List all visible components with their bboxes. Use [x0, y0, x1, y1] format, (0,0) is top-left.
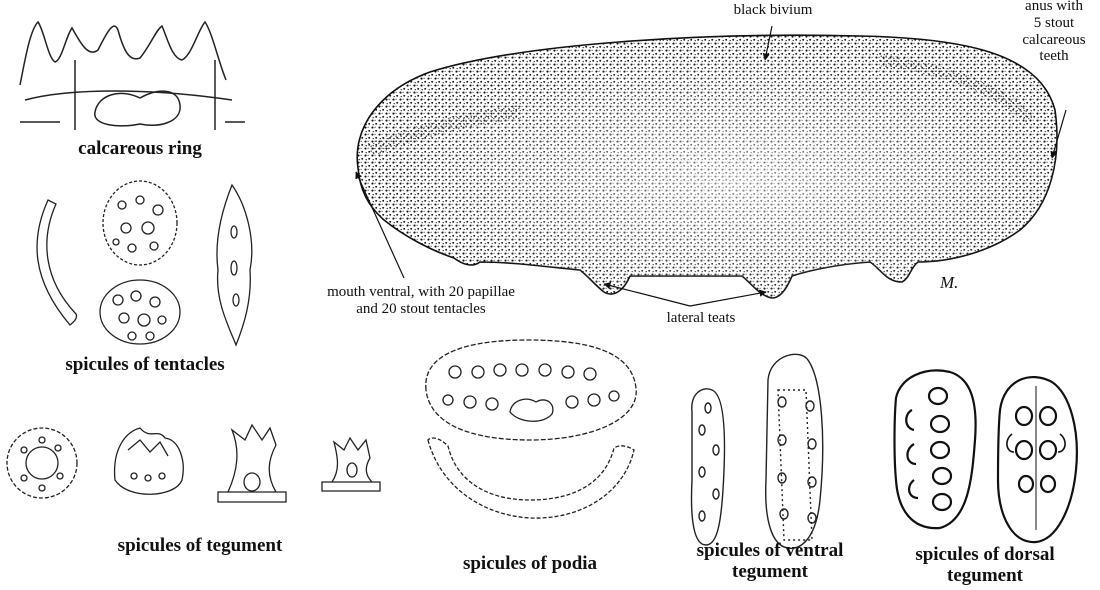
tegument-spicules-drawing [7, 425, 380, 502]
sea-cucumber-body [357, 35, 1057, 298]
black-bivium-label: black bivium [708, 2, 838, 19]
ventral-tegument-caption: spicules of ventral tegument [660, 540, 880, 583]
tegument-caption: spicules of tegument [60, 535, 340, 556]
podia-spicules-drawing [426, 340, 636, 518]
tentacle-spicules-drawing [37, 181, 252, 345]
ventral-spicules-drawing [692, 354, 823, 548]
calcareous-ring-drawing [20, 22, 245, 130]
artist-signature: M. [939, 273, 958, 292]
calcareous-ring-caption: calcareous ring [40, 138, 240, 159]
mouth-label: mouth ventral, with 20 papillae and 20 s… [296, 284, 546, 318]
podia-caption: spicules of podia [420, 553, 640, 574]
anus-label: anus with 5 stout calcareous teeth [1010, 0, 1098, 65]
lateral-teats-label: lateral teats [626, 310, 776, 327]
tentacles-caption: spicules of tentacles [20, 354, 270, 375]
dorsal-spicules-drawing [895, 370, 1077, 542]
dorsal-tegument-caption: spicules of dorsal tegument [880, 544, 1090, 587]
